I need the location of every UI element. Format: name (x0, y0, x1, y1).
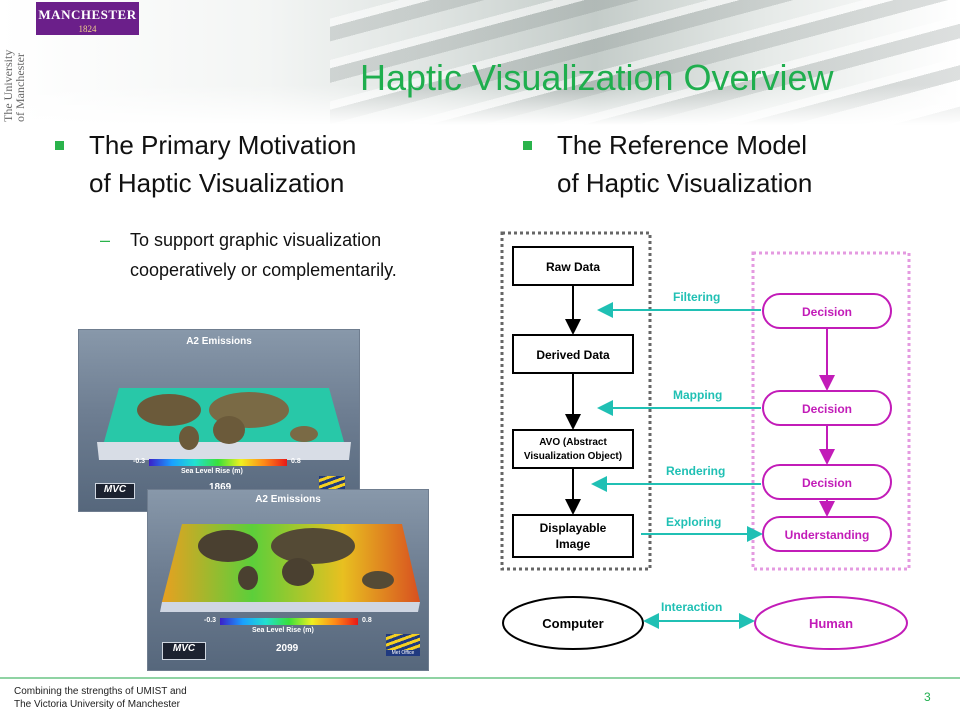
decision-label-1: Decision (802, 305, 852, 319)
raw-data-label: Raw Data (546, 260, 600, 274)
sea-level-image-2099: A2 Emissions -0.3 0.8 Sea Level Rise (m)… (147, 489, 429, 671)
displayable-label-line1: Displayable (540, 521, 607, 535)
page-number: 3 (924, 690, 931, 704)
raw-data-box (512, 246, 634, 286)
university-wordmark: The University of Manchester (1, 50, 27, 122)
right-bullet: The Reference Model of Haptic Visualizat… (523, 126, 923, 202)
interaction-label: Interaction (661, 600, 722, 614)
human-side-box (751, 251, 911, 571)
met-office-logo: Met Office (386, 634, 420, 656)
dash-icon: – (100, 230, 111, 250)
image-year: 1869 (209, 482, 232, 493)
computer-side-box (500, 231, 652, 571)
footer-line1: Combining the strengths of UMIST and (14, 686, 187, 697)
globe-map (160, 524, 420, 612)
scale-label: Sea Level Rise (m) (252, 627, 314, 634)
derived-data-label: Derived Data (536, 348, 610, 362)
header-fade (0, 85, 960, 125)
right-bullet-line1: The Reference Model (557, 130, 808, 160)
human-ellipse (754, 596, 908, 650)
computer-label: Computer (542, 616, 603, 631)
bullet-square-icon (55, 141, 64, 150)
image-year: 2099 (276, 643, 299, 654)
rendering-label: Rendering (666, 464, 725, 478)
image-title: A2 Emissions (255, 494, 321, 505)
left-sub-bullet: – To support graphic visualization coope… (100, 225, 445, 285)
decision-label-3: Decision (802, 476, 852, 490)
understanding-pill (762, 516, 892, 552)
manchester-logo: MANCHESTER 1824 (36, 2, 139, 35)
mvc-badge: MVC (162, 642, 206, 660)
bullet-square-icon (523, 141, 532, 150)
scale-min: -0.3 (133, 458, 146, 465)
derived-data-box (512, 334, 634, 374)
slide-title: Haptic Visualization Overview (360, 57, 834, 98)
mapping-label: Mapping (673, 388, 722, 402)
exploring-label: Exploring (666, 515, 721, 529)
logo-year: 1824 (78, 24, 97, 34)
colorbar (220, 618, 358, 625)
filtering-label: Filtering (673, 290, 720, 304)
avo-label-line1: AVO (Abstract (539, 437, 607, 448)
footer-text: Combining the strengths of UMIST and The… (14, 685, 187, 711)
colorbar (149, 459, 287, 466)
left-bullet-line1: The Primary Motivation (89, 130, 357, 160)
avo-box (512, 429, 634, 469)
header-banner (0, 0, 960, 125)
displayable-label-line2: Image (556, 537, 591, 551)
met-office-logo (319, 476, 345, 490)
mvc-badge: MVC (95, 483, 135, 499)
displayable-image-box (512, 514, 634, 558)
met-office-label: Met Office (386, 650, 420, 656)
left-bullet: The Primary Motivation of Haptic Visuali… (55, 126, 455, 202)
scale-min: -0.3 (204, 617, 217, 624)
right-bullet-line2: of Haptic Visualization (557, 168, 813, 198)
left-bullet-line2: of Haptic Visualization (89, 168, 345, 198)
footer-divider (0, 677, 960, 679)
globe-map (97, 388, 351, 460)
logo-name: MANCHESTER (38, 7, 137, 22)
image-title: A2 Emissions (186, 336, 252, 347)
footer-line2: The Victoria University of Manchester (14, 699, 180, 710)
reference-model-diagram: Raw Data Derived Data AVO (Abstract Visu… (500, 231, 911, 650)
human-label: Human (809, 616, 853, 631)
scale-max: 0.8 (291, 458, 301, 465)
scale-max: 0.8 (362, 617, 372, 624)
left-sub-text: To support graphic visualization coopera… (130, 230, 397, 280)
university-line2: of Manchester (13, 53, 27, 122)
understanding-label: Understanding (785, 528, 870, 542)
sea-level-image-1869: A2 Emissions -0.3 0.8 Sea Level Rise (m)… (78, 329, 360, 512)
scale-label: Sea Level Rise (m) (181, 468, 243, 475)
avo-label-line2: Visualization Object) (524, 451, 622, 462)
decision-label-2: Decision (802, 402, 852, 416)
